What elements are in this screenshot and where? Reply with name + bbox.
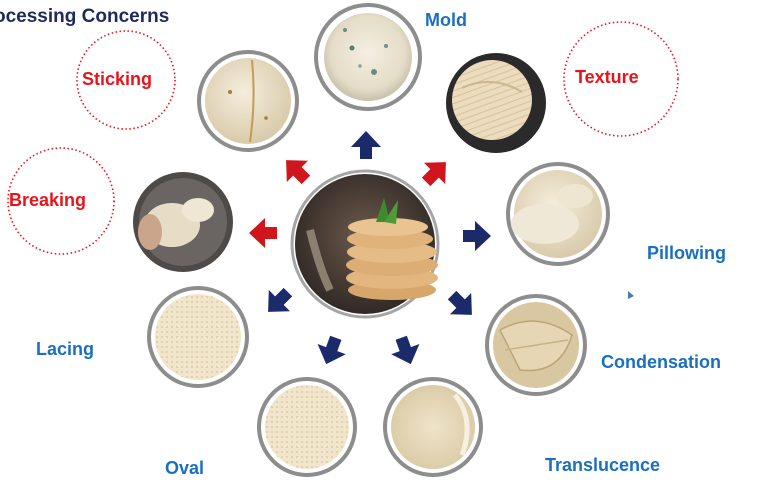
label-breaking: Breaking — [9, 191, 86, 209]
plate-breaking — [133, 172, 233, 272]
plate-condensation — [487, 296, 585, 394]
arrow-to-mold — [351, 131, 381, 159]
label-texture: Texture — [575, 68, 639, 86]
arrow-to-lacing — [257, 281, 298, 322]
cursor-mark — [628, 291, 634, 299]
plate-lacing — [149, 288, 247, 386]
label-oval: Oval — [165, 459, 204, 477]
arrow-to-sticking — [275, 149, 316, 190]
label-condensation: Condensation — [601, 353, 721, 371]
arrow-to-condensation — [441, 284, 482, 325]
plate-pillowing — [508, 164, 608, 264]
arrow-to-translucence — [387, 333, 425, 370]
plate-mold — [316, 5, 420, 109]
label-sticking: Sticking — [82, 70, 152, 88]
plate-sticking — [199, 52, 297, 150]
label-lacing: Lacing — [36, 340, 94, 358]
arrow-to-breaking — [249, 218, 277, 248]
plate-oval — [259, 379, 355, 475]
arrow-to-oval — [312, 333, 350, 370]
label-translucence: Translucence — [545, 456, 660, 474]
plate-texture — [446, 53, 546, 153]
arrow-to-pillowing — [463, 221, 491, 251]
arrow-to-texture — [415, 151, 456, 192]
plate-translucence — [385, 379, 481, 475]
label-mold: Mold — [425, 11, 467, 29]
label-pillowing: Pillowing — [647, 244, 726, 262]
center-pita-stack — [292, 171, 438, 317]
